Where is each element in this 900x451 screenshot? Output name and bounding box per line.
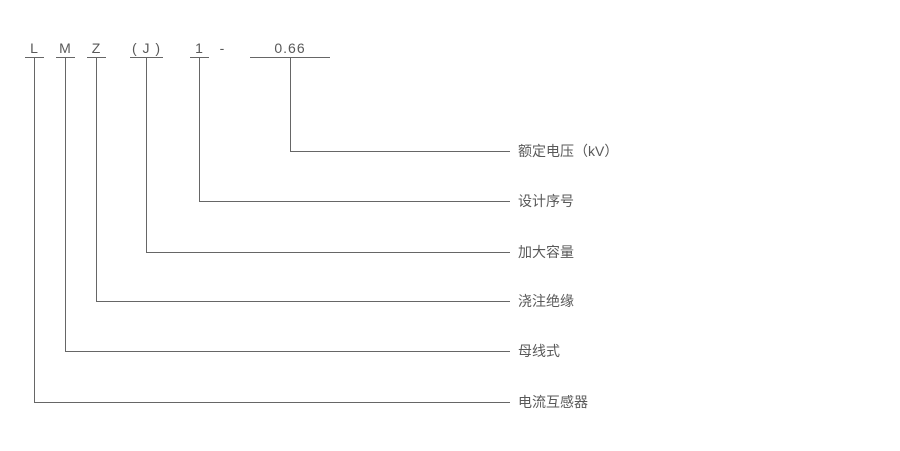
leader-horizontal-insulation: [96, 301, 510, 302]
code-char-L: L: [25, 39, 44, 58]
leader-horizontal-voltage: [290, 151, 510, 152]
leader-vertical-voltage: [290, 57, 291, 152]
code-char-Z: Z: [87, 39, 106, 58]
leader-horizontal-busbar: [65, 351, 510, 352]
leader-vertical-capacity: [146, 57, 147, 253]
label-increased-capacity: 加大容量: [518, 244, 574, 260]
leader-horizontal-serial: [199, 201, 510, 202]
leader-horizontal-capacity: [146, 252, 510, 253]
leader-vertical-insulation: [96, 57, 97, 302]
code-char-1: 1: [190, 39, 209, 58]
label-rated-voltage: 额定电压（kV）: [518, 143, 619, 159]
label-design-serial: 设计序号: [518, 193, 574, 209]
leader-vertical-busbar: [65, 57, 66, 352]
code-value-voltage: 0.66: [250, 39, 330, 58]
code-separator-dash: -: [219, 40, 225, 56]
code-char-J: ( J ): [130, 40, 163, 58]
label-busbar-type: 母线式: [518, 343, 560, 359]
leader-vertical-transformer: [34, 57, 35, 403]
label-current-transformer: 电流互感器: [518, 394, 588, 410]
leader-horizontal-transformer: [34, 402, 510, 403]
label-cast-insulation: 浇注绝缘: [518, 293, 574, 309]
code-char-M: M: [56, 39, 75, 58]
leader-vertical-serial: [199, 57, 200, 202]
